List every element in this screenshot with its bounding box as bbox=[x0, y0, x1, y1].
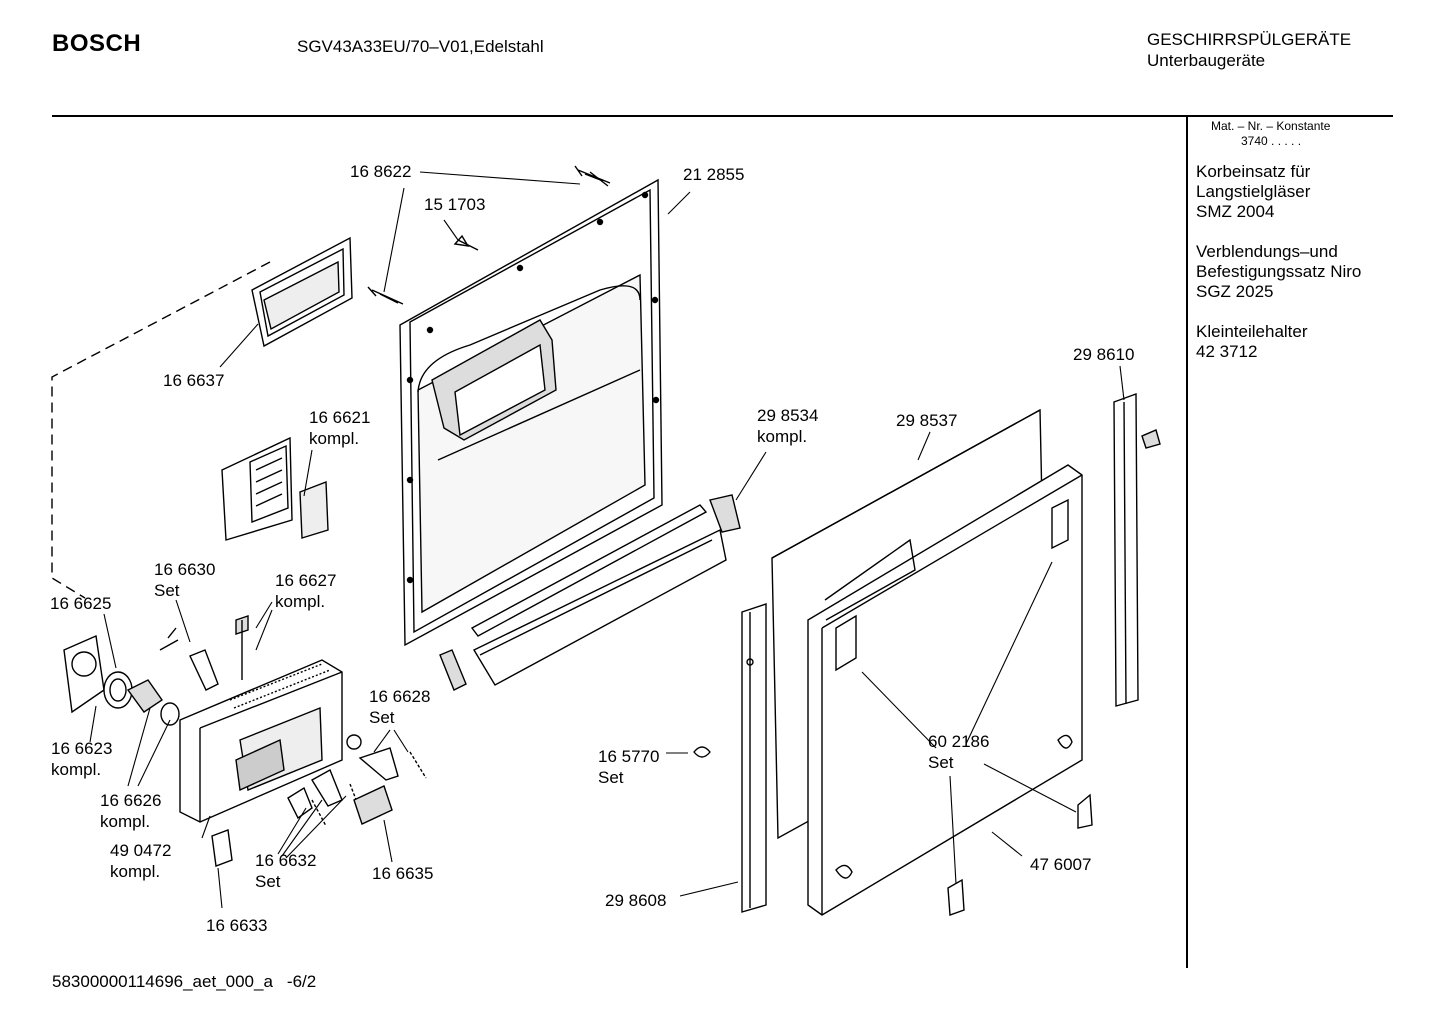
part-suffix: kompl. bbox=[757, 427, 808, 446]
mounting-bracket-part bbox=[1077, 793, 1093, 829]
plunger-part bbox=[235, 615, 249, 680]
part-number: 29 8534 bbox=[757, 406, 819, 425]
valve-part bbox=[126, 679, 163, 713]
part-label: 16 6625 bbox=[50, 594, 112, 613]
part-label: 16 6633 bbox=[206, 916, 268, 935]
part-label: 16 6627 kompl. bbox=[275, 570, 336, 612]
part-suffix: kompl. bbox=[51, 760, 102, 779]
page-number: -6/2 bbox=[286, 972, 317, 991]
part-label: 29 8610 bbox=[1073, 345, 1135, 364]
part-label: 49 0472 kompl. bbox=[110, 840, 171, 882]
inner-door-panel-part bbox=[399, 178, 663, 647]
part-number: 60 2186 bbox=[928, 732, 990, 751]
category-title: GESCHIRRSPÜLGERÄTE bbox=[1147, 30, 1352, 49]
brand-logo: BOSCH bbox=[52, 30, 142, 57]
part-number: 16 5770 bbox=[598, 747, 660, 766]
accessory-name: Befestigungssatz Niro bbox=[1196, 262, 1362, 281]
clip-part bbox=[693, 746, 711, 758]
part-label: 29 8537 bbox=[896, 411, 958, 430]
part-suffix: Set bbox=[928, 753, 954, 772]
konstante-label: Mat. – Nr. – Konstante bbox=[1211, 119, 1331, 133]
accessory-item: Kleinteilehalter 42 3712 bbox=[1196, 322, 1308, 362]
part-number: 16 6623 bbox=[51, 739, 113, 758]
doc-id: 58300000114696_aet_000_a bbox=[52, 972, 273, 991]
control-module-part bbox=[179, 659, 343, 823]
door-frame-seal-part bbox=[251, 236, 353, 348]
header-divider bbox=[52, 115, 1393, 117]
part-label: 16 6626 kompl. bbox=[100, 790, 161, 832]
part-number: 16 6630 bbox=[154, 560, 216, 579]
part-label: 16 8622 bbox=[350, 162, 412, 181]
part-label: 16 6632 Set bbox=[255, 850, 316, 892]
accessory-item: Korbeinsatz für Langstielgläser SMZ 2004 bbox=[1196, 162, 1310, 222]
part-label: 16 6628 Set bbox=[369, 686, 430, 728]
part-label: 16 6621 kompl. bbox=[309, 407, 370, 449]
dispenser-lid-part bbox=[63, 634, 105, 714]
latch-part bbox=[311, 769, 343, 807]
konstante-value: 3740 . . . . . bbox=[1241, 134, 1302, 148]
spring-part bbox=[409, 751, 427, 779]
lever-part bbox=[358, 747, 399, 781]
footer-doc-id: 58300000114696_aet_000_a -6/2 bbox=[52, 972, 316, 992]
part-label: 29 8608 bbox=[605, 891, 667, 910]
part-label: 16 5770 Set bbox=[598, 746, 659, 788]
part-suffix: Set bbox=[369, 708, 395, 727]
part-suffix: kompl. bbox=[110, 862, 161, 881]
mounting-bracket-part bbox=[947, 878, 965, 916]
part-suffix: Set bbox=[255, 872, 281, 891]
accessory-number: 42 3712 bbox=[1196, 342, 1258, 361]
detergent-cover-part bbox=[221, 436, 329, 541]
part-number: 16 6626 bbox=[100, 791, 162, 810]
leader-lines bbox=[89, 171, 1125, 909]
category-subtitle: Unterbaugeräte bbox=[1147, 51, 1266, 70]
accessory-name: Korbeinsatz für bbox=[1196, 162, 1311, 181]
part-suffix: kompl. bbox=[309, 429, 360, 448]
part-suffix: kompl. bbox=[275, 592, 326, 611]
part-number: 16 6628 bbox=[369, 687, 431, 706]
pin-part bbox=[159, 627, 179, 651]
part-suffix: Set bbox=[598, 768, 624, 787]
part-label: 47 6007 bbox=[1030, 855, 1092, 874]
part-suffix: Set bbox=[154, 581, 180, 600]
side-strip-part bbox=[741, 393, 1161, 913]
lever-part bbox=[189, 649, 219, 691]
screw-part bbox=[367, 165, 611, 305]
part-suffix: kompl. bbox=[100, 812, 151, 831]
part-label: 16 6637 bbox=[163, 371, 225, 390]
part-label: 29 8534 kompl. bbox=[757, 405, 818, 447]
part-number: 16 6627 bbox=[275, 571, 337, 590]
accessory-number: SMZ 2004 bbox=[1196, 202, 1275, 221]
sidebar-divider bbox=[1186, 116, 1188, 968]
part-number: 16 6621 bbox=[309, 408, 371, 427]
front-panel-part bbox=[807, 464, 1083, 916]
part-number: 16 6632 bbox=[255, 851, 317, 870]
cover-plate-part bbox=[211, 829, 233, 867]
accessory-item: Verblendungs–und Befestigungssatz Niro S… bbox=[1196, 242, 1361, 302]
o-ring-part bbox=[160, 702, 180, 726]
switch-part bbox=[353, 785, 393, 825]
accessory-number: SGZ 2025 bbox=[1196, 282, 1274, 301]
accessory-name: Verblendungs–und bbox=[1196, 242, 1338, 261]
accessory-name: Langstielgläser bbox=[1196, 182, 1311, 201]
part-label: 16 6635 bbox=[372, 864, 434, 883]
model-title: SGV43A33EU/70–V01,Edelstahl bbox=[297, 37, 544, 56]
part-number: 49 0472 bbox=[110, 841, 172, 860]
ring-part bbox=[346, 734, 362, 750]
part-label: 21 2855 bbox=[683, 165, 745, 184]
part-label: 60 2186 Set bbox=[928, 731, 989, 773]
part-label: 16 6623 kompl. bbox=[51, 738, 112, 780]
accessory-name: Kleinteilehalter bbox=[1196, 322, 1308, 341]
part-label: 16 6630 Set bbox=[154, 559, 215, 601]
latch-part bbox=[287, 786, 313, 820]
assembly-dashed-line bbox=[51, 261, 271, 599]
part-label: 15 1703 bbox=[424, 195, 486, 214]
gasket-ring-part bbox=[109, 678, 127, 702]
door-bottom-seal-part bbox=[439, 494, 741, 691]
